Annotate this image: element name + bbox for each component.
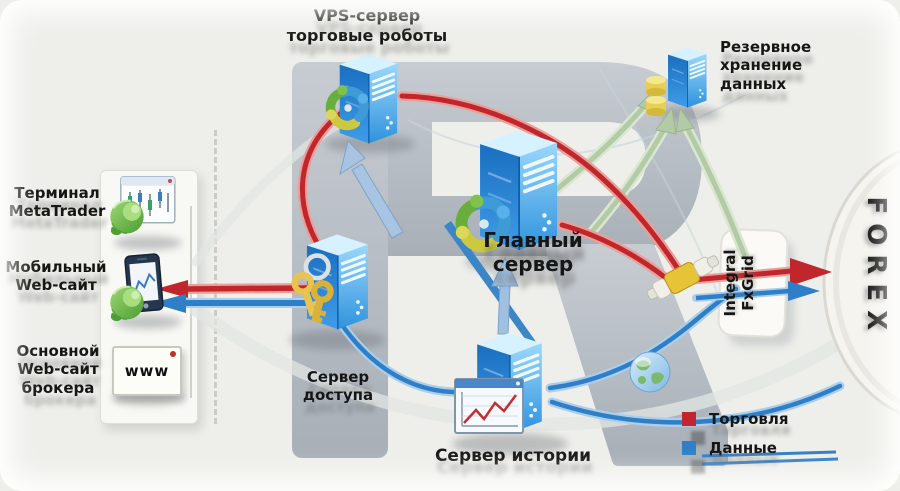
forex-ellipse <box>822 149 900 415</box>
browser-close-dot <box>170 351 176 357</box>
legend-trade-swatch <box>682 412 696 426</box>
label-broker-website: Основной Web-сайт брокера <box>16 342 100 397</box>
backup-server-icon <box>667 46 708 109</box>
connector-icon <box>646 255 720 300</box>
chart-window-icon <box>454 378 524 434</box>
globe-icon <box>629 351 671 393</box>
background-band <box>191 111 357 267</box>
legend-data-label: Данные <box>709 439 777 457</box>
network-boundary-line <box>214 130 217 424</box>
data-flow-arrows <box>152 140 845 427</box>
forex-arrows <box>687 258 839 466</box>
www-text: www <box>124 362 170 380</box>
legend-trade-label: Торговля <box>709 410 789 428</box>
database-cylinders-icon <box>646 76 666 116</box>
label-terminal-metatrader: Терминал MetaTrader <box>8 184 106 221</box>
label-backup-storage: Резервное хранение данных <box>720 38 812 93</box>
label-history-server: Сервер истории <box>434 446 592 466</box>
label-mobile-website: Мобильный Web-сайт <box>5 258 107 295</box>
label-main-server: Главный сервер <box>483 228 583 277</box>
label-integral-fxgrid: Integral FxGrid <box>721 249 758 317</box>
legend-row-trade: Торговля <box>682 410 789 428</box>
label-forex: FOREX <box>860 196 891 340</box>
label-vps-server: VPS-сервер торговые роботы <box>286 6 448 45</box>
metatrader-shell-icon <box>109 198 145 237</box>
legend-row-data: Данные <box>682 439 789 457</box>
legend-data-swatch <box>682 441 696 455</box>
legend: Торговля Данные <box>682 410 789 468</box>
label-access-server: Сервер доступа <box>302 368 374 405</box>
browser-window-icon: www <box>112 346 182 396</box>
